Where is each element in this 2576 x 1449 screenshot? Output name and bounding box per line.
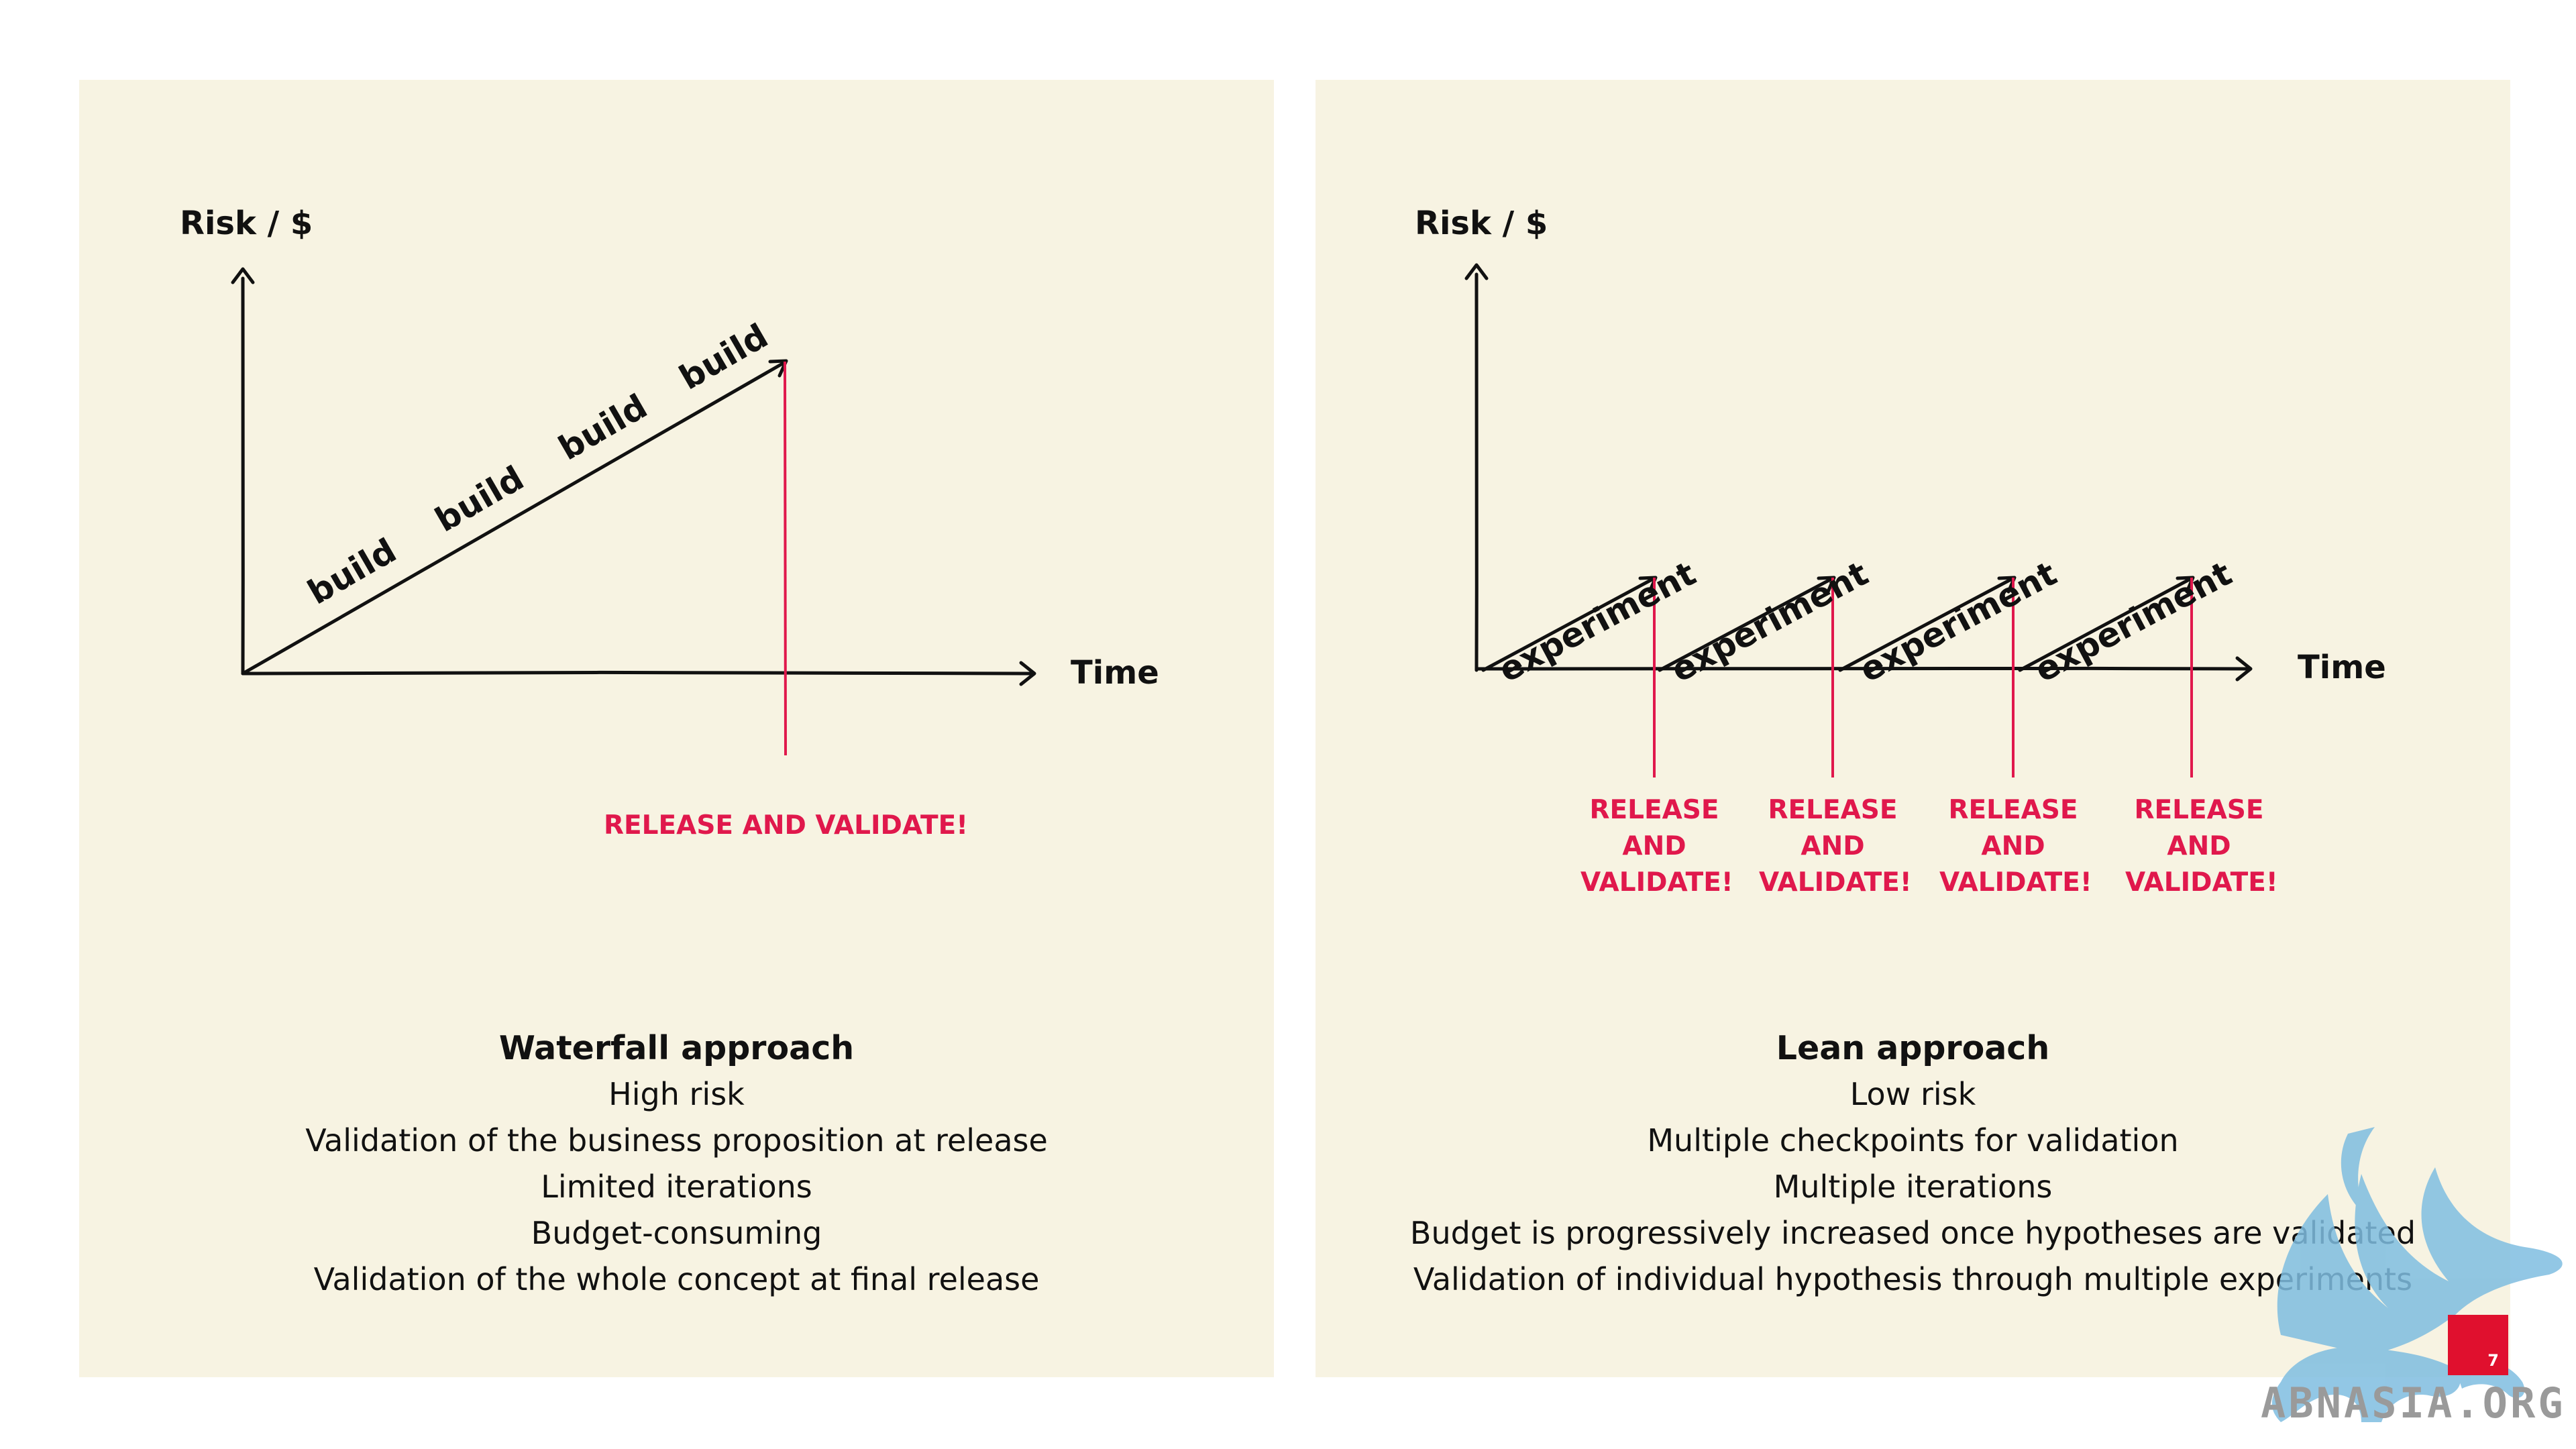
release-label-line: VALIDATE!: [1580, 867, 1733, 898]
summary-line: Low risk: [1849, 1076, 1976, 1112]
y-axis-label: Risk / $: [1415, 205, 1548, 242]
summary-heading: Waterfall approach: [498, 1029, 855, 1067]
release-label-line: RELEASE: [1589, 795, 1719, 825]
page-number-badge: 7: [2448, 1315, 2508, 1375]
summary-line: Limited iterations: [541, 1169, 812, 1205]
lean-panel: Risk / $ Time experiment experiment expe…: [1316, 80, 2510, 1377]
lean-diagram: [1464, 263, 2253, 777]
x-axis: [1474, 666, 2250, 671]
waterfall-diagram: [231, 267, 1036, 756]
release-label-line: AND: [1981, 831, 2045, 861]
release-line: [784, 361, 787, 756]
x-axis-label: Time: [2298, 649, 2386, 686]
release-label-line: VALIDATE!: [1939, 867, 2092, 898]
x-axis-arrowhead: [2235, 656, 2253, 682]
summary-line: Validation of the business proposition a…: [305, 1122, 1048, 1159]
summary-line: Validation of the whole concept at final…: [313, 1261, 1040, 1297]
y-axis-arrowhead: [231, 267, 255, 284]
y-axis: [241, 276, 245, 676]
release-label-line: RELEASE: [1948, 795, 2078, 825]
release-label-line: AND: [1622, 831, 1686, 861]
experiment-cycle-1: [1481, 576, 1658, 777]
release-label-3: RELEASE AND VALIDATE!: [1939, 792, 2092, 901]
build-slope-arrowhead: [768, 359, 788, 378]
release-label-line: AND: [1801, 831, 1865, 861]
release-label-2: RELEASE AND VALIDATE!: [1759, 792, 1912, 901]
y-axis-label: Risk / $: [180, 205, 313, 242]
release-label-line: AND: [2167, 831, 2231, 861]
x-axis-label: Time: [1071, 654, 1159, 692]
waterfall-summary: Waterfall approach High risk Validation …: [79, 1026, 1274, 1303]
release-label-line: VALIDATE!: [1759, 867, 1912, 898]
summary-heading: Lean approach: [1776, 1029, 2050, 1067]
build-slope-line: [241, 360, 787, 676]
summary-line: Multiple iterations: [1773, 1169, 2053, 1205]
waterfall-panel: Risk / $ Time build build build build RE…: [79, 80, 1274, 1377]
watermark-text: ABNASIA.ORG: [2261, 1379, 2566, 1428]
x-axis-arrowhead: [1019, 661, 1036, 686]
experiment-cycle-3: [1838, 576, 2017, 777]
summary-line: Budget-consuming: [531, 1215, 822, 1251]
release-label-line: RELEASE: [1768, 795, 1898, 825]
release-label-line: VALIDATE!: [2125, 867, 2278, 898]
summary-line: Validation of individual hypothesis thro…: [1413, 1261, 2413, 1297]
release-label-line: RELEASE: [2134, 795, 2264, 825]
experiment-cycle-2: [1658, 576, 1836, 777]
release-label: RELEASE AND VALIDATE!: [604, 810, 969, 841]
release-label-4: RELEASE AND VALIDATE!: [2125, 792, 2278, 901]
y-axis-arrowhead: [1464, 263, 1489, 280]
x-axis: [241, 670, 1034, 676]
release-label-1: RELEASE AND VALIDATE!: [1580, 792, 1733, 901]
summary-line: High risk: [608, 1076, 745, 1112]
page-number: 7: [2487, 1351, 2499, 1370]
lean-summary: Lean approach Low risk Multiple checkpoi…: [1316, 1026, 2510, 1303]
summary-line: Budget is progressively increased once h…: [1409, 1215, 2416, 1251]
experiment-cycle-4: [2018, 576, 2195, 777]
summary-line: Multiple checkpoints for validation: [1647, 1122, 2179, 1159]
